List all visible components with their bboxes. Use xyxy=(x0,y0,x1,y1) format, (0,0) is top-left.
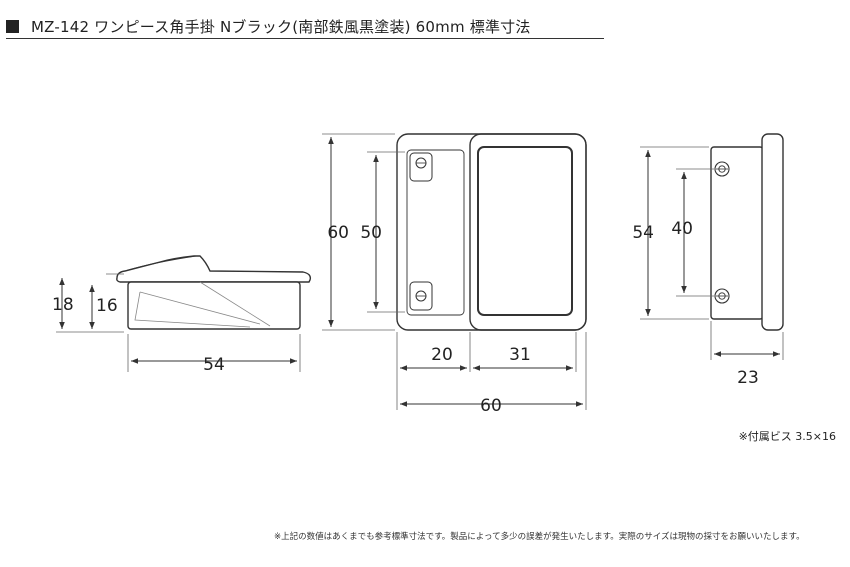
dim-front-left-part: 20 xyxy=(431,345,453,365)
side-view-flange xyxy=(116,255,312,283)
front-view-pocket xyxy=(477,146,573,316)
front-view-pocket-frame xyxy=(469,133,587,331)
disclaimer-footnote: ※上記の数値はあくまでも参考標準寸法です。製品によって多少の誤差が発生いたします… xyxy=(274,532,805,542)
dim-right-height-outer: 54 xyxy=(632,223,654,243)
side-view xyxy=(56,255,312,372)
right-view-screw-top xyxy=(714,161,730,177)
dim-front-width: 60 xyxy=(480,396,502,416)
side-view-hidden-lines xyxy=(134,281,271,328)
screw-note: ※付属ビス 3.5×16 xyxy=(738,430,836,443)
dim-right-depth: 23 xyxy=(737,368,759,388)
right-view-body xyxy=(710,146,764,320)
dim-front-height-outer: 60 xyxy=(327,223,349,243)
front-view-mount-plate xyxy=(406,149,465,316)
right-view xyxy=(640,133,784,360)
dim-side-width: 54 xyxy=(203,355,225,375)
right-view-screw-bottom xyxy=(714,288,730,304)
title-underline xyxy=(6,38,604,39)
dim-side-depth-outer: 18 xyxy=(52,295,74,315)
dim-front-height-inner: 50 xyxy=(360,223,382,243)
front-view xyxy=(322,133,587,410)
side-view-ramp xyxy=(124,255,197,272)
side-view-body xyxy=(127,281,301,330)
dim-front-right-part: 31 xyxy=(509,345,531,365)
title-bullet-icon xyxy=(6,20,19,33)
dim-side-depth-inner: 16 xyxy=(96,296,118,316)
page-title: MZ-142 ワンピース角手掛 Nブラック(南部鉄風黒塗装) 60mm 標準寸法 xyxy=(6,16,531,37)
title-text: MZ-142 ワンピース角手掛 Nブラック(南部鉄風黒塗装) 60mm 標準寸法 xyxy=(31,18,531,36)
right-view-flange xyxy=(761,133,784,331)
dim-right-hole-pitch: 40 xyxy=(671,219,693,239)
